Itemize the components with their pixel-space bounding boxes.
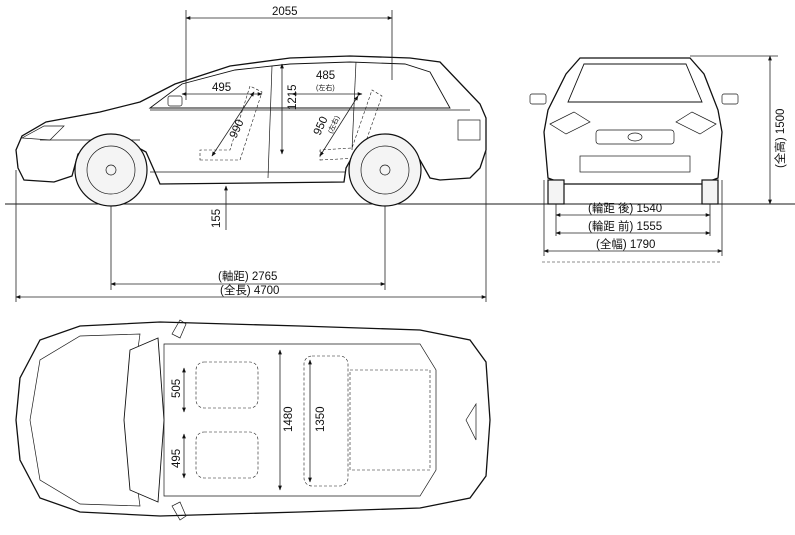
headlight [20, 125, 65, 141]
dim-overall-width: (全幅) 1790 [596, 237, 655, 251]
front-view: (全高) 1500 (輪距 後) 1540 (輪距 前) 1555 (全幅) 1… [529, 55, 787, 263]
top-body-outline [15, 321, 491, 517]
mirror-right [721, 93, 739, 105]
dim-495-front: 495 [212, 82, 231, 94]
side-mirror [167, 95, 183, 107]
dim-front-track: (輪距 前) 1555 [588, 219, 662, 233]
dim-1215: 1215 [287, 84, 299, 110]
dim-2055: 2055 [272, 6, 298, 18]
front-seat-outline [199, 85, 263, 161]
dim-1480: 1480 [283, 406, 295, 432]
roof-outline [163, 343, 437, 497]
mirror-left [529, 93, 547, 105]
top-view: 505 495 1480 1350 [15, 319, 491, 521]
top-windshield [123, 337, 165, 503]
dim-rear-track: (輪距 後) 1540 [588, 201, 662, 215]
cargo-area [349, 369, 431, 471]
taillight [457, 119, 481, 141]
front-grille [595, 129, 675, 145]
dim-495-top: 495 [171, 449, 183, 468]
dim-overall-height: (全高) 1500 [773, 109, 787, 168]
front-emblem [627, 132, 643, 142]
front-headlight-left [549, 111, 591, 135]
rear-wheel [348, 133, 422, 207]
dim-505: 505 [171, 379, 183, 398]
front-headlight-right [675, 111, 717, 135]
dim-485-note: (左右) [316, 83, 335, 92]
side-window-frame [148, 61, 451, 109]
windshield [567, 63, 703, 103]
front-tire-left [547, 179, 565, 205]
front-tire-right [701, 179, 719, 205]
front-seat-left [195, 361, 259, 409]
front-seat-right [195, 431, 259, 479]
top-mirror-left [171, 319, 187, 339]
dim-overall-length: (全長) 4700 [220, 283, 279, 297]
top-tail-right [465, 402, 477, 441]
side-view: 2055 495 485 (左右) 1215 990 950 (左右) 155 … [5, 6, 795, 302]
front-bumper-intake [579, 155, 691, 173]
dim-wheelbase: (軸距) 2765 [218, 269, 277, 283]
dim-1350: 1350 [315, 406, 327, 432]
dim-155: 155 [211, 209, 223, 228]
front-wheel [74, 133, 148, 207]
top-mirror-right [171, 501, 187, 521]
rear-bench [303, 355, 349, 487]
dim-485: 485 [316, 70, 335, 82]
